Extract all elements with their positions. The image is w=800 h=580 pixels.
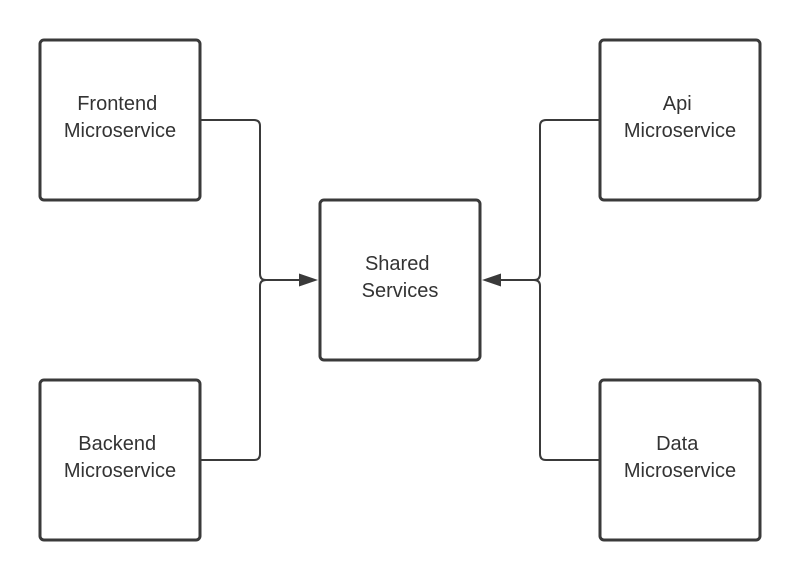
node-frontend-box <box>38 38 202 202</box>
node-api-microservice[interactable]: Api Microservice <box>598 38 762 202</box>
node-frontend-microservice[interactable]: Frontend Microservice <box>38 38 202 202</box>
node-data-box <box>598 378 762 542</box>
node-data-label: Data Microservice <box>624 433 736 482</box>
node-shared-services[interactable]: Shared Services <box>318 198 482 362</box>
node-frontend-label: Frontend Microservice <box>64 93 176 142</box>
edge-backend-to-shared <box>200 279 300 461</box>
node-api-box <box>598 38 762 202</box>
node-api-label: Api Microservice <box>624 93 736 142</box>
arrowhead-left <box>299 273 318 287</box>
node-data-microservice[interactable]: Data Microservice <box>598 378 762 542</box>
node-backend-microservice[interactable]: Backend Microservice <box>38 378 202 542</box>
node-shared-label: Shared Services <box>362 253 439 302</box>
node-shared-box <box>318 198 482 362</box>
node-backend-box <box>38 378 202 542</box>
edge-api-to-shared <box>500 119 600 281</box>
edge-frontend-to-shared <box>200 119 300 281</box>
node-backend-label: Backend Microservice <box>64 433 176 482</box>
edge-data-to-shared <box>500 279 600 461</box>
arrowhead-right <box>482 273 501 287</box>
